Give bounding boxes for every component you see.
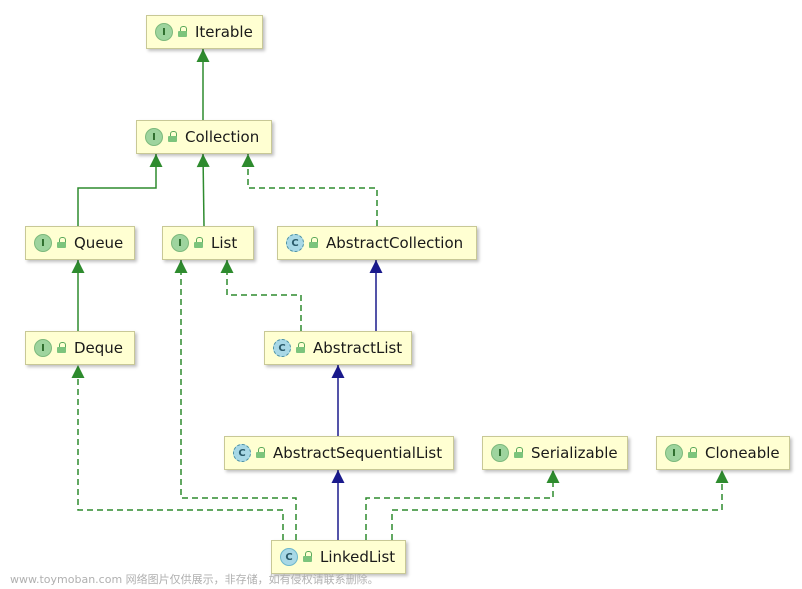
- node-label: Queue: [74, 234, 124, 252]
- arrowhead: [546, 470, 560, 483]
- node-abstractsequentiallist[interactable]: C AbstractSequentialList: [224, 436, 454, 470]
- public-visibility-icon: [57, 237, 67, 249]
- public-visibility-icon: [194, 237, 204, 249]
- arrowhead: [196, 154, 210, 168]
- public-visibility-icon: [514, 447, 524, 459]
- edge-linkedlist-to-list: [180, 260, 297, 540]
- node-label: Serializable: [531, 444, 618, 462]
- arrowhead: [331, 470, 345, 483]
- node-label: Cloneable: [705, 444, 780, 462]
- node-label: Collection: [185, 128, 260, 146]
- interface-icon: I: [34, 234, 52, 252]
- node-cloneable[interactable]: I Cloneable: [656, 436, 790, 470]
- edge-linkedlist-to-cloneable: [391, 470, 723, 540]
- class-icon: C: [280, 548, 298, 566]
- node-label: AbstractCollection: [326, 234, 464, 252]
- abstract-class-icon: C: [233, 444, 251, 462]
- node-label: LinkedList: [320, 548, 396, 566]
- watermark-text: www.toymoban.com 网络图片仅供展示，非存储，如有侵权请联系删除。: [10, 573, 379, 586]
- node-linkedlist[interactable]: C LinkedList: [271, 540, 406, 574]
- edge-abstractlist-to-list: [226, 260, 302, 331]
- node-abstractcollection[interactable]: C AbstractCollection: [277, 226, 477, 260]
- interface-icon: I: [155, 23, 173, 41]
- public-visibility-icon: [303, 551, 313, 563]
- public-visibility-icon: [178, 26, 188, 38]
- node-queue[interactable]: I Queue: [25, 226, 135, 260]
- edge-linkedlist-to-serializable: [365, 470, 554, 540]
- node-label: List: [211, 234, 238, 252]
- node-abstractlist[interactable]: C AbstractList: [264, 331, 412, 365]
- interface-icon: I: [491, 444, 509, 462]
- arrowhead: [174, 260, 188, 273]
- interface-icon: I: [171, 234, 189, 252]
- node-list[interactable]: I List: [162, 226, 254, 260]
- abstract-class-icon: C: [273, 339, 291, 357]
- arrowhead: [71, 365, 85, 378]
- edge-abstractcollection-to-collection: [247, 154, 378, 226]
- node-serializable[interactable]: I Serializable: [482, 436, 628, 470]
- node-collection[interactable]: I Collection: [136, 120, 272, 154]
- public-visibility-icon: [57, 342, 67, 354]
- node-label: Deque: [74, 339, 124, 357]
- public-visibility-icon: [296, 342, 306, 354]
- edge-queue-to-collection: [77, 154, 157, 226]
- public-visibility-icon: [309, 237, 319, 249]
- arrowhead: [241, 154, 255, 167]
- interface-icon: I: [34, 339, 52, 357]
- arrowhead: [149, 154, 163, 167]
- node-label: Iterable: [195, 23, 253, 41]
- public-visibility-icon: [256, 447, 266, 459]
- arrowhead: [369, 260, 383, 273]
- arrowhead: [71, 260, 85, 273]
- arrowhead: [331, 365, 345, 378]
- arrowhead: [715, 470, 729, 483]
- edge-linkedlist-to-deque: [77, 365, 284, 540]
- public-visibility-icon: [168, 131, 178, 143]
- node-iterable[interactable]: I Iterable: [146, 15, 263, 49]
- interface-icon: I: [665, 444, 683, 462]
- arrowhead: [196, 49, 210, 62]
- node-label: AbstractSequentialList: [273, 444, 443, 462]
- arrowhead: [220, 260, 234, 273]
- node-deque[interactable]: I Deque: [25, 331, 135, 365]
- abstract-class-icon: C: [286, 234, 304, 252]
- public-visibility-icon: [688, 447, 698, 459]
- interface-icon: I: [145, 128, 163, 146]
- node-label: AbstractList: [313, 339, 403, 357]
